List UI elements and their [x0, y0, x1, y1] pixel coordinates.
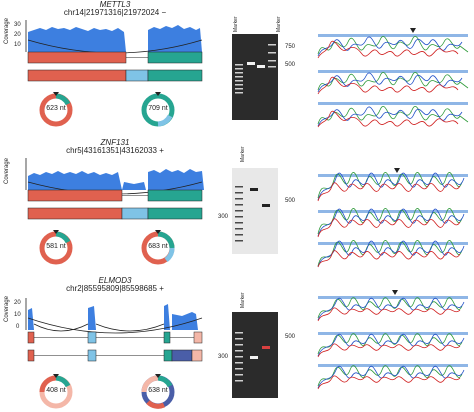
y-tick: 10 — [14, 312, 21, 318]
circle-right-label: 638 nt — [148, 387, 168, 394]
sequencing-chromatogram — [317, 28, 469, 128]
circle-right — [141, 92, 175, 127]
y-axis-label: Coverage — [4, 17, 10, 44]
y-axis-label: Coverage — [4, 295, 10, 322]
gene-name: ELMOD3 — [98, 276, 132, 285]
circle-left-label: 408 nt — [46, 387, 66, 394]
transcript-model — [27, 51, 203, 82]
gel-marker-label: Marker — [276, 16, 282, 32]
gel-size: 300 — [218, 214, 229, 220]
genomic-coordinate: chr5|43161351|43162033 + — [66, 146, 164, 155]
circle-left-label: 623 nt — [46, 105, 66, 112]
y-axis-label: Coverage — [4, 157, 10, 184]
gel-marker-label: Marker — [240, 292, 246, 308]
gel-image — [232, 168, 278, 254]
sequencing-chromatogram — [317, 290, 468, 390]
gel-size: 300 — [218, 354, 229, 360]
genomic-coordinate: chr14|21971316|21972024 − — [63, 8, 167, 17]
panel-mettl3: METTL3 chr14|21971316|21972024 − Coverag… — [0, 0, 474, 130]
circle-left — [39, 92, 73, 127]
gel-image — [232, 34, 278, 120]
y-tick: 10 — [14, 42, 21, 48]
y-tick: 30 — [14, 22, 21, 28]
transcript-model — [27, 189, 203, 220]
y-tick: 20 — [14, 300, 21, 306]
gel-marker-label: Marker — [233, 16, 239, 32]
circle-left — [39, 230, 73, 265]
gene-name: ZNF131 — [100, 138, 130, 147]
gel-marker-label: Marker — [240, 146, 246, 162]
panel-znf131: ZNF131 chr5|43161351|43162033 + Coverage… — [0, 138, 474, 268]
circle-right-label: 683 nt — [148, 243, 168, 250]
gel-size: 500 — [285, 198, 296, 204]
gene-name: METTL3 — [99, 0, 131, 9]
gel-size: 500 — [285, 334, 296, 340]
coverage-track — [25, 298, 203, 334]
circle-right — [141, 230, 175, 265]
genomic-coordinate: chr2|85595809|85598685 + — [66, 284, 164, 293]
sequencing-chromatogram — [317, 168, 468, 268]
gel-image — [232, 312, 278, 398]
panel-elmod3: ELMOD3 chr2|85595809|85598685 + Coverage… — [0, 276, 474, 412]
y-tick: 20 — [14, 32, 21, 38]
gel-size: 500 — [285, 62, 296, 68]
circle-left-label: 581 nt — [46, 243, 66, 250]
circle-right-label: 709 nt — [148, 105, 168, 112]
y-tick: 0 — [16, 324, 20, 330]
circle-right — [141, 374, 175, 409]
transcript-model — [27, 331, 203, 362]
gel-size: 750 — [285, 44, 296, 50]
circle-left — [39, 374, 73, 409]
